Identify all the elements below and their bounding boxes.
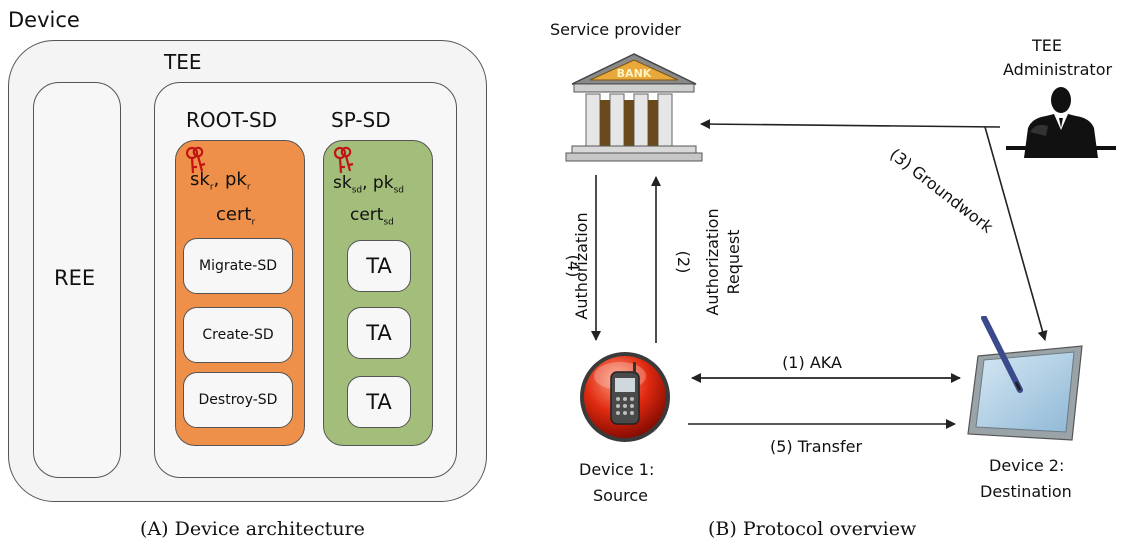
destroy-sd-item: Destroy-SD [183, 372, 293, 428]
step3-label: (3) Groundwork [886, 145, 997, 238]
mobile-phone-icon [580, 352, 670, 442]
sp-sd-cert: certsd [350, 205, 394, 228]
device2-label-2: Destination [980, 482, 1072, 501]
step2-label-1: Authorization [703, 208, 722, 315]
create-sd-item: Create-SD [183, 307, 293, 363]
device1-label-1: Device 1: [579, 460, 655, 479]
tee-label: TEE [164, 50, 202, 74]
step2-number: (2) [674, 251, 693, 274]
step1-label: (1) AKA [782, 353, 842, 372]
bank-sign: BANK [617, 67, 652, 80]
step3-arrow-to-destination [984, 126, 1048, 341]
trusted-application-item: TA [347, 376, 411, 428]
keys-icon [333, 146, 354, 174]
trusted-application-item: TA [347, 240, 411, 292]
administrator-icon [1006, 87, 1116, 158]
caption-b: (B) Protocol overview [708, 518, 917, 540]
root-sd-title: ROOT-SD [186, 108, 278, 132]
root-sd-cert: certr [216, 204, 256, 228]
tee-admin-label-2: Administrator [1003, 60, 1113, 79]
step2-label-2: Request [724, 230, 743, 295]
device2-label-1: Device 2: [989, 456, 1065, 475]
sp-sd-keys: sksd, pksd [333, 173, 404, 196]
tablet-icon [967, 316, 1083, 441]
step5-label: (5) Transfer [770, 437, 863, 456]
step3-arrow-to-provider [700, 119, 1001, 130]
device-label: Device [8, 8, 80, 32]
sp-sd-title: SP-SD [331, 108, 391, 132]
keys-icon [185, 146, 206, 174]
root-sd-keys: skr, pkr [190, 169, 251, 193]
ree-box [33, 82, 121, 478]
tee-admin-label-1: TEE [1032, 36, 1062, 55]
trusted-application-item: TA [347, 307, 411, 359]
migrate-sd-item: Migrate-SD [183, 238, 293, 294]
ree-label: REE [54, 266, 96, 290]
caption-a: (A) Device architecture [140, 518, 365, 540]
bank-icon: BANK [565, 53, 703, 162]
step4-label: Authorization [572, 212, 591, 319]
step4-number: (4) [564, 255, 583, 278]
device1-label-2: Source [593, 486, 648, 505]
service-provider-label: Service provider [550, 20, 681, 39]
